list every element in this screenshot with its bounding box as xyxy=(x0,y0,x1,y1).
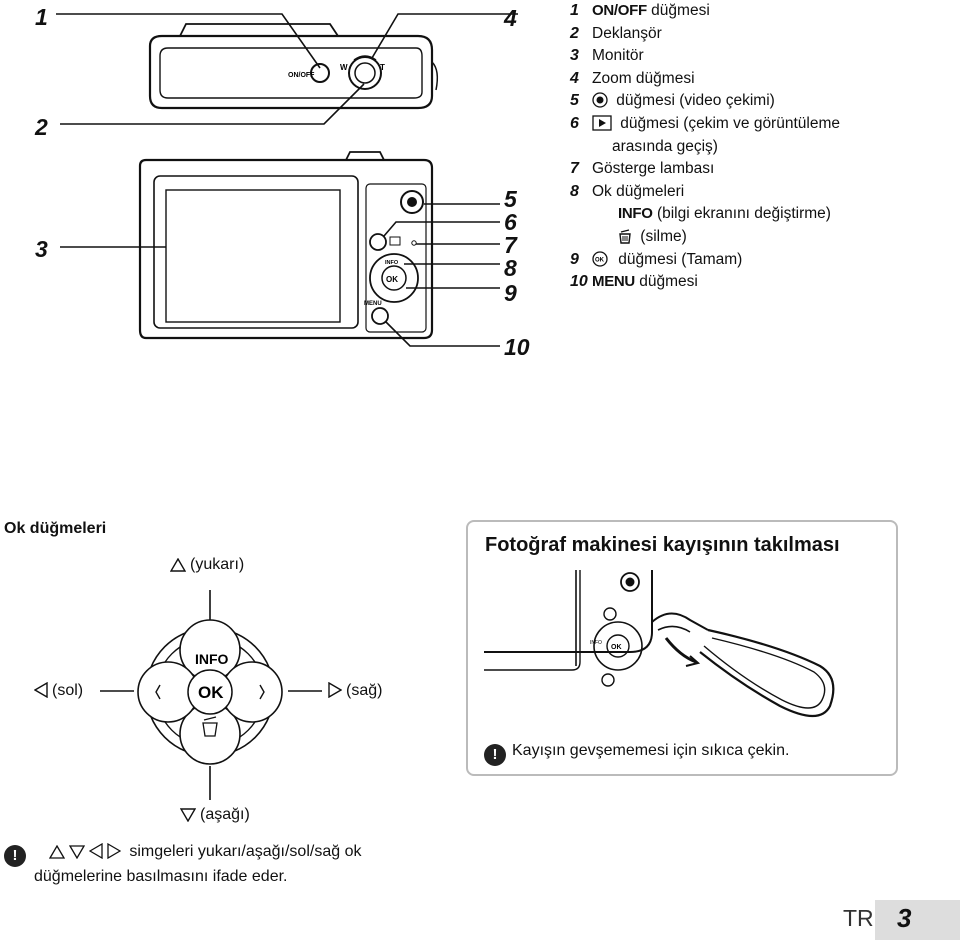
strap-illustration: INFO OK xyxy=(484,570,835,718)
svg-text:OK: OK xyxy=(595,257,605,263)
trash-icon xyxy=(619,229,631,244)
parts-item-5: 5 düğmesi (video çekimi) xyxy=(570,92,775,110)
zoom-t-label: T xyxy=(380,63,385,72)
callout-2: 2 xyxy=(35,114,48,140)
pad-trash-icon xyxy=(202,716,218,737)
bottom-note: ! simgeleri yukarı/aşağı/sol/sağ ok düğm… xyxy=(4,842,361,887)
camera-ok-label: OK xyxy=(386,275,398,284)
strap-panel xyxy=(466,520,898,776)
callout-4: 4 xyxy=(504,5,517,31)
language-label: TR xyxy=(843,905,874,931)
callout-6: 6 xyxy=(504,209,517,235)
arrow-right-label: (sağ) xyxy=(328,682,382,700)
playback-icon xyxy=(592,115,612,131)
camera-info-label: INFO xyxy=(385,260,399,266)
ok-icon: OK xyxy=(592,250,608,267)
page-number: 3 xyxy=(897,903,912,933)
callout-5: 5 xyxy=(504,186,517,212)
triangle-right-icon-small xyxy=(107,843,121,859)
onoff-label: ON/OFF xyxy=(288,72,315,79)
strap-note: !Kayışın gevşememesi için sıkıca çekin. xyxy=(484,742,789,766)
page-number-tab: 3 xyxy=(875,900,960,940)
triangle-left-icon-small xyxy=(88,843,103,859)
triangle-right-icon xyxy=(328,682,342,698)
arrow-left-label: (sol) xyxy=(34,682,83,700)
parts-item-8-delete: (silme) xyxy=(570,226,840,249)
movie-record-icon xyxy=(592,92,608,109)
callout-9: 9 xyxy=(504,280,517,306)
strap-title: Fotoğraf makinesi kayışının takılması xyxy=(485,534,840,556)
zoom-w-label: W xyxy=(340,63,348,72)
callout-1: 1 xyxy=(35,4,48,30)
triangle-up-icon xyxy=(170,558,186,572)
pad-ok-label: OK xyxy=(198,683,224,702)
warning-icon: ! xyxy=(484,744,506,766)
strap-info-label: INFO xyxy=(590,640,602,646)
triangle-up-icon-small xyxy=(48,845,65,859)
arrow-up-label: (yukarı) xyxy=(170,556,244,574)
arrow-section-title: Ok düğmeleri xyxy=(4,520,107,537)
parts-item-6-cont: arasında geçiş) xyxy=(612,137,718,155)
strap-ok-label: OK xyxy=(611,644,622,651)
triangle-left-icon xyxy=(34,682,48,698)
parts-item-8-info: INFO (bilgi ekranını değiştirme) xyxy=(618,205,831,223)
parts-item-6: 6 düğmesi (çekim ve görüntüleme xyxy=(570,114,840,132)
warning-icon-bottom: ! xyxy=(4,845,26,867)
camera-menu-label: MENU xyxy=(364,301,382,307)
arrow-pad-diagram: INFO OK xyxy=(100,590,322,800)
callout-3: 3 xyxy=(35,236,48,262)
callout-7: 7 xyxy=(504,232,517,258)
triangle-down-icon-small xyxy=(68,845,85,859)
pad-info-label: INFO xyxy=(195,651,229,667)
callout-8: 8 xyxy=(504,255,517,281)
arrow-down-label: (aşağı) xyxy=(180,806,250,824)
triangle-down-icon xyxy=(180,808,196,822)
camera-diagram: ON/OFF W T OK INFO MENU xyxy=(56,13,518,347)
callout-10: 10 xyxy=(504,334,530,360)
